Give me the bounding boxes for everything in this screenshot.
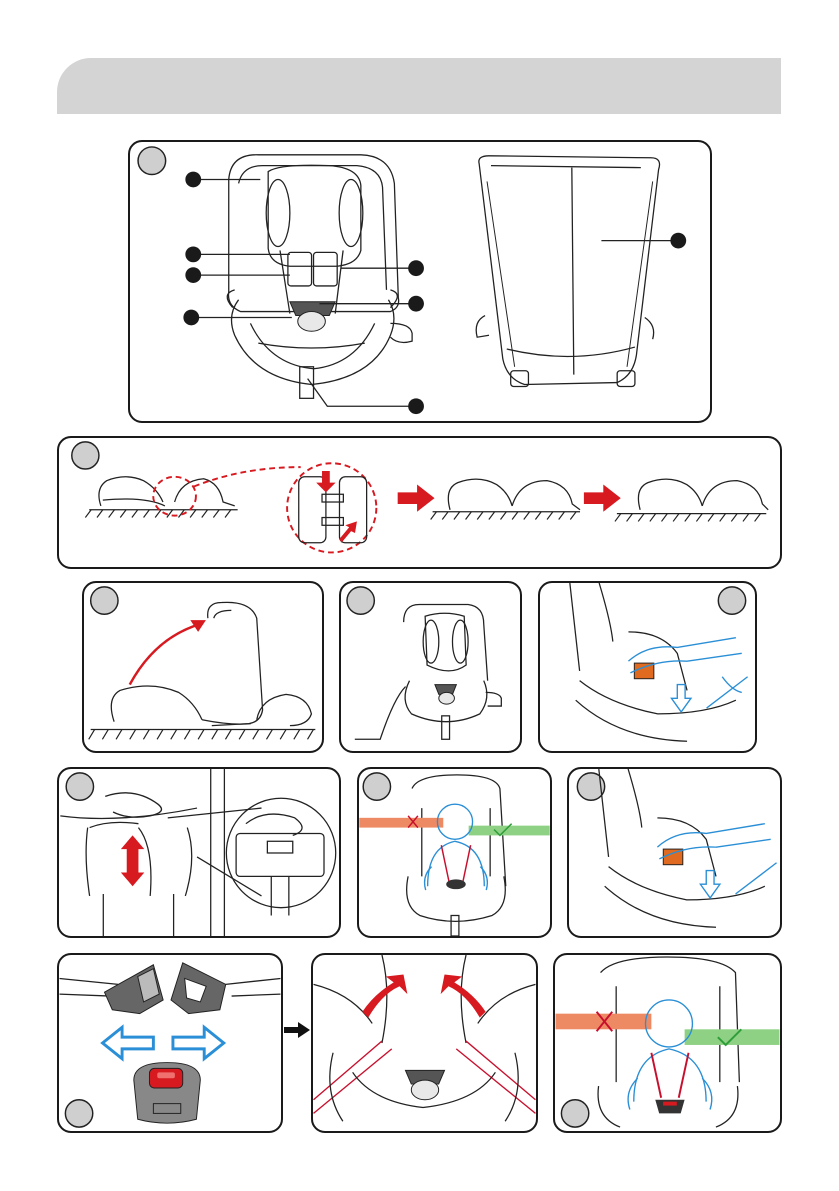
panel-child-fit-check (553, 953, 782, 1133)
callout-dots (183, 172, 686, 415)
base-illustration-2 (431, 479, 580, 519)
curved-red-arrow (130, 624, 200, 685)
panel-harness-clip-2 (567, 767, 782, 938)
step-badge (72, 442, 99, 469)
hand (657, 824, 764, 847)
hand (105, 793, 161, 817)
red-arrow-right (584, 485, 621, 512)
step-badge (718, 587, 745, 614)
red-arrow-up-right (339, 521, 356, 542)
base-illustration-3 (615, 479, 768, 521)
panel-backrest-mount (82, 581, 324, 753)
panel-shoulder-height-check (357, 767, 552, 938)
section-header-band (57, 58, 781, 114)
red-up-down-arrow (121, 835, 144, 886)
arrow-right-icon (284, 1022, 310, 1038)
zoom-detail (287, 463, 376, 552)
step-badge (363, 773, 390, 800)
panel-overview (128, 140, 712, 423)
panel-seat-front-view (339, 581, 522, 753)
base-illustration-1 (85, 467, 300, 517)
push-down-arrow (671, 685, 691, 712)
panel-base-separation (57, 436, 782, 569)
step-badge (65, 1100, 92, 1127)
panel-harness-clip (538, 581, 757, 753)
red-arrow-right (398, 485, 435, 512)
panel-headrest-adjust (57, 767, 341, 938)
red-curved-arrows (362, 975, 407, 1018)
step-badge (561, 1100, 588, 1127)
panel-buckle-release (57, 953, 283, 1133)
callout-lines (191, 179, 678, 406)
red-arrow-down (316, 471, 335, 492)
blue-double-arrow (103, 1027, 154, 1058)
step-badge (138, 147, 166, 175)
child-illustration (425, 804, 488, 890)
step-badge (91, 587, 118, 614)
hand (628, 638, 735, 661)
car-seat-front-illustration (227, 155, 412, 399)
panel-straps-open (311, 953, 538, 1133)
step-badge (347, 587, 374, 614)
push-down-arrow (700, 871, 720, 898)
step-badge (66, 773, 93, 800)
car-seat-back-illustration (476, 156, 659, 387)
